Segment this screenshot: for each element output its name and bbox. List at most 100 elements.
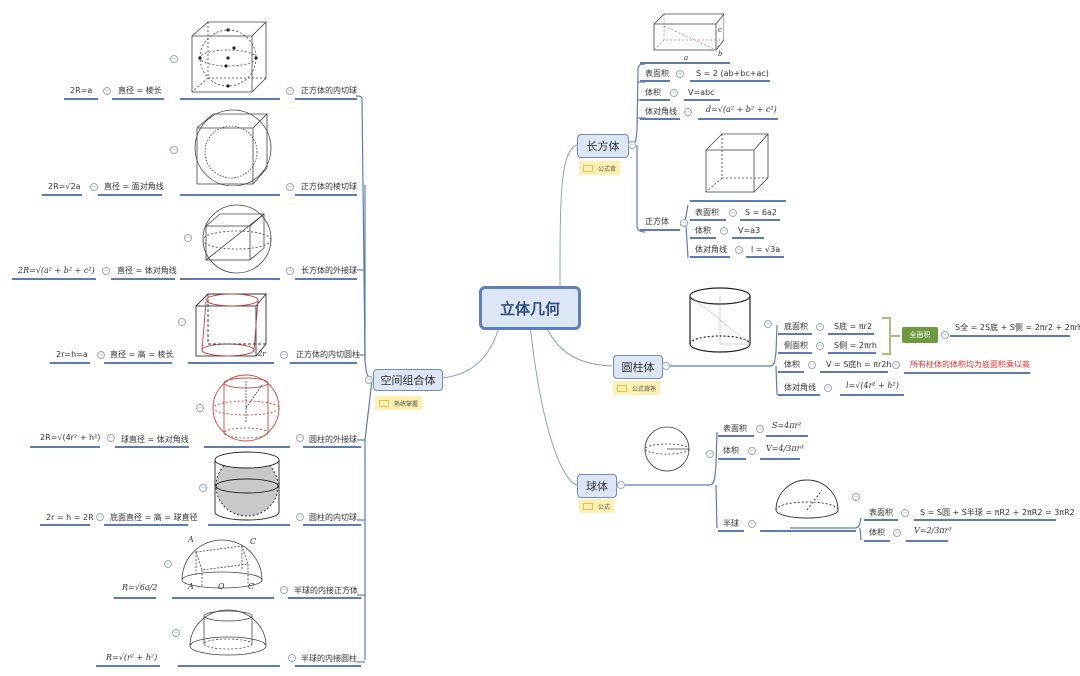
- left-item-formula: 2R=√(a² + b² + c²): [18, 266, 95, 275]
- left-item-name[interactable]: 正方体的内切球: [301, 86, 357, 95]
- collapse-toggle[interactable]: −: [199, 484, 207, 492]
- cylinder-row-label[interactable]: 底面积: [784, 322, 808, 331]
- collapse-toggle[interactable]: −: [280, 586, 288, 594]
- collapse-toggle[interactable]: −: [617, 481, 625, 489]
- collapse-toggle[interactable]: −: [756, 425, 764, 433]
- collapse-toggle[interactable]: −: [296, 434, 304, 442]
- topic-sphere[interactable]: 球体: [577, 474, 617, 498]
- cube-row-label[interactable]: 体对角线: [695, 245, 727, 254]
- collapse-toggle[interactable]: −: [365, 376, 373, 384]
- collapse-toggle[interactable]: −: [170, 55, 178, 63]
- hemisphere-row-label[interactable]: 表面积: [869, 508, 893, 517]
- collapse-toggle[interactable]: −: [286, 183, 294, 191]
- collapse-toggle[interactable]: −: [852, 493, 860, 501]
- collapse-toggle[interactable]: −: [676, 70, 684, 78]
- left-item-relation: 底面直径 = 高 = 球直径: [110, 513, 198, 522]
- note-icon: [379, 399, 389, 407]
- collapse-toggle[interactable]: −: [97, 351, 105, 359]
- collapse-toggle[interactable]: −: [107, 434, 115, 442]
- figure-cube-inscribed-sphere: [191, 21, 267, 93]
- collapse-toggle[interactable]: −: [288, 654, 296, 662]
- underline: [718, 435, 754, 437]
- collapse-toggle[interactable]: −: [748, 520, 756, 528]
- collapse-toggle[interactable]: −: [164, 560, 172, 568]
- collapse-toggle[interactable]: −: [184, 234, 192, 242]
- note-sphere[interactable]: 公式: [579, 499, 615, 513]
- collapse-toggle[interactable]: −: [816, 323, 824, 331]
- collapse-toggle[interactable]: −: [286, 267, 294, 275]
- topic-cuboid[interactable]: 长方体: [577, 134, 629, 158]
- left-item-name[interactable]: 正方体的内切圆柱: [296, 350, 360, 359]
- sphere-row-label[interactable]: 表面积: [723, 424, 747, 433]
- note-cylinder[interactable]: 公式背熟: [613, 381, 661, 395]
- left-item-relation: 直径 = 面对角线: [104, 182, 164, 191]
- root-topic[interactable]: 立体几何: [479, 286, 581, 330]
- cuboid-row-label[interactable]: 体对角线: [645, 107, 677, 116]
- left-item-name[interactable]: 正方体的棱切球: [301, 182, 357, 191]
- collapse-toggle[interactable]: −: [680, 219, 688, 227]
- collapse-toggle[interactable]: −: [662, 362, 670, 370]
- collapse-toggle[interactable]: −: [96, 513, 104, 521]
- underline: [295, 278, 357, 280]
- underline: [828, 333, 874, 335]
- collapse-toggle[interactable]: −: [901, 509, 909, 517]
- collapse-toggle[interactable]: −: [706, 450, 714, 458]
- collapse-toggle[interactable]: −: [102, 267, 110, 275]
- collapse-toggle[interactable]: −: [296, 513, 304, 521]
- cuboid-row-label[interactable]: 体积: [645, 88, 661, 97]
- collapse-toggle[interactable]: −: [748, 447, 756, 455]
- note-cuboid[interactable]: 公式背: [579, 161, 621, 175]
- collapse-toggle[interactable]: −: [172, 629, 180, 637]
- collapse-toggle[interactable]: −: [764, 320, 772, 328]
- left-item-name[interactable]: 半球的内接正方体: [294, 586, 358, 595]
- collapse-toggle[interactable]: −: [816, 342, 824, 350]
- collapse-toggle[interactable]: −: [808, 361, 816, 369]
- collapse-toggle[interactable]: −: [286, 87, 294, 95]
- cuboid-row-label[interactable]: 表面积: [645, 69, 669, 78]
- collapse-toggle[interactable]: −: [729, 209, 737, 217]
- note-composite[interactable]: 熟练掌握: [375, 396, 423, 410]
- collapse-toggle[interactable]: −: [824, 384, 832, 392]
- underline: [96, 665, 160, 667]
- topic-composite-solids[interactable]: 空间组合体: [373, 369, 443, 391]
- left-item-name[interactable]: 圆柱的外接球: [309, 435, 357, 444]
- hemisphere-row-formula: V=2/3πr³: [914, 526, 952, 535]
- hemisphere-label[interactable]: 半球: [723, 519, 739, 528]
- cylinder-row-label[interactable]: 体对角线: [784, 383, 816, 392]
- collapse-toggle[interactable]: −: [892, 361, 900, 369]
- left-item-name[interactable]: 长方体的外接球: [301, 266, 357, 275]
- cube-row-label[interactable]: 表面积: [695, 208, 719, 217]
- sphere-row-label[interactable]: 体积: [723, 446, 739, 455]
- collapse-toggle[interactable]: −: [280, 351, 288, 359]
- collapse-toggle[interactable]: −: [178, 318, 186, 326]
- underline: [204, 446, 290, 448]
- collapse-toggle[interactable]: −: [90, 183, 98, 191]
- cylinder-row-label[interactable]: 侧面积: [784, 341, 808, 350]
- underline: [864, 519, 898, 521]
- collapse-toggle[interactable]: −: [735, 246, 743, 254]
- collapse-toggle[interactable]: −: [720, 227, 728, 235]
- collapse-toggle[interactable]: −: [893, 529, 901, 537]
- collapse-toggle[interactable]: −: [103, 87, 111, 95]
- topic-cylinder[interactable]: 圆柱体: [613, 355, 663, 379]
- collapse-toggle[interactable]: −: [170, 146, 178, 154]
- figure-hemisphere-inscribed-cylinder: [189, 609, 267, 656]
- figure-cylinder-inscribed-sphere: [214, 451, 280, 521]
- underline: [172, 597, 274, 599]
- cube-label[interactable]: 正方体: [645, 217, 669, 226]
- cylinder-row-label[interactable]: 体积: [784, 360, 800, 369]
- collapse-toggle[interactable]: −: [670, 89, 678, 97]
- left-item-name[interactable]: 圆柱的内切球: [309, 513, 357, 522]
- collapse-toggle[interactable]: −: [196, 404, 204, 412]
- summary-full-area[interactable]: 全面积: [902, 327, 938, 343]
- left-item-name[interactable]: 半球的内接圆柱: [301, 654, 357, 663]
- hemisphere-row-label[interactable]: 体积: [869, 528, 885, 537]
- cube-row-label[interactable]: 体积: [695, 226, 711, 235]
- underline: [906, 540, 948, 542]
- collapse-toggle[interactable]: −: [628, 141, 636, 149]
- underline: [640, 229, 680, 231]
- collapse-toggle[interactable]: −: [684, 108, 692, 116]
- collapse-toggle[interactable]: −: [941, 331, 949, 339]
- summary-formula: S全 = 2S底 + S侧 = 2πr2 + 2πrh: [955, 323, 1080, 332]
- underline: [295, 665, 361, 667]
